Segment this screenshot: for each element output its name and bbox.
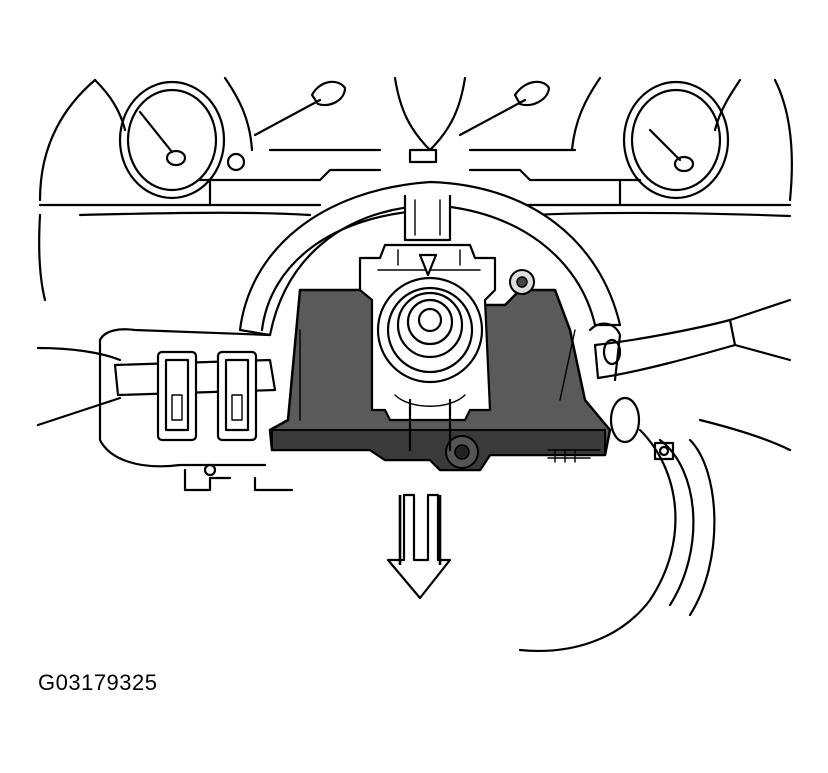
- upper-shroud: [238, 180, 622, 337]
- right-gauge: [622, 80, 730, 200]
- right-switch: [518, 298, 792, 652]
- ignition-hub: [358, 243, 497, 452]
- down-arrow-outline-icon: [386, 493, 452, 600]
- instrument-cluster: [38, 76, 793, 302]
- center-gauge-needles: [253, 80, 577, 164]
- left-switch: [36, 328, 294, 492]
- figure-id: G03179325: [38, 670, 158, 695]
- left-gauge: [118, 80, 246, 200]
